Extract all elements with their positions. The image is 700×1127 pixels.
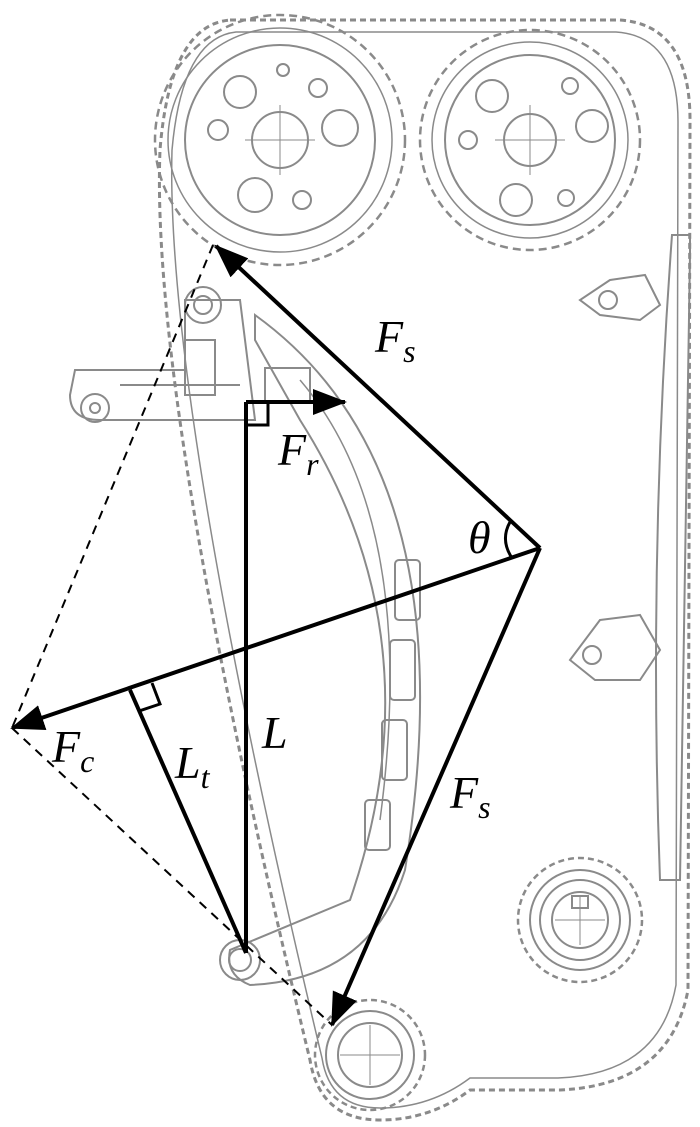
lever-arm-lt <box>128 689 248 954</box>
force-fc-arrow <box>10 546 541 730</box>
right-angle-lt <box>128 682 162 713</box>
dashed-line-left <box>11 244 214 729</box>
left-cam-sprocket <box>153 13 407 267</box>
label-theta: θ <box>468 512 491 563</box>
crank-sprocket <box>313 998 427 1112</box>
tensioner-arm <box>219 313 422 987</box>
auxiliary-sprocket <box>516 856 644 984</box>
force-diagram <box>10 244 542 1027</box>
force-fs-top-arrow <box>214 244 542 550</box>
right-chain-guide <box>568 234 691 881</box>
dashed-line-bottom <box>11 727 333 1026</box>
engine-timing-drawing <box>68 13 692 1122</box>
timing-chain-loop <box>157 18 692 1122</box>
label-fc: Fc <box>51 721 94 779</box>
label-lt: Lt <box>174 737 211 795</box>
label-l: L <box>261 707 288 758</box>
label-fs-top: Fs <box>374 311 416 369</box>
right-angle-fr <box>246 402 270 427</box>
tensioner-bracket <box>68 286 311 423</box>
label-fr: Fr <box>277 424 319 482</box>
label-fs-bottom: Fs <box>449 767 491 825</box>
theta-arc <box>504 521 514 559</box>
force-fs-bottom-arrow <box>330 547 542 1027</box>
right-cam-sprocket <box>418 28 642 252</box>
